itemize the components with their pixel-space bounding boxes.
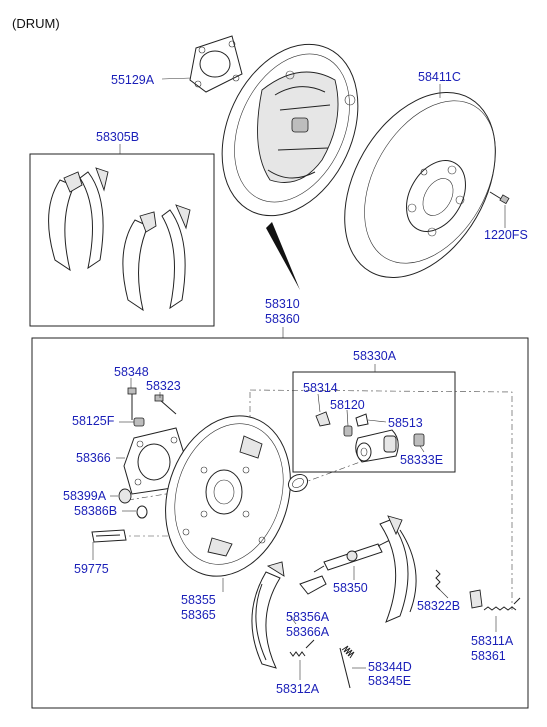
wheel-cylinder-part bbox=[355, 429, 399, 463]
part-label-58344D[interactable]: 58344D bbox=[368, 660, 412, 674]
wheel-cylinder-box bbox=[292, 371, 456, 473]
part-label-58355[interactable]: 58355 bbox=[181, 593, 216, 607]
part-label-58366[interactable]: 58366 bbox=[76, 451, 111, 465]
spring-58322B-part bbox=[435, 569, 441, 591]
part-label-58333E[interactable]: 58333E bbox=[400, 453, 444, 467]
bolt-58323-part bbox=[154, 394, 177, 415]
part-label-58345E[interactable]: 58345E bbox=[368, 674, 412, 688]
shoe-right-part bbox=[379, 515, 417, 623]
shoe-kit-box bbox=[29, 153, 215, 327]
part-label-58513[interactable]: 58513 bbox=[388, 416, 423, 430]
fitting-58125F-part bbox=[133, 417, 145, 427]
cylinder-cap-part bbox=[355, 413, 369, 427]
backing-plate-58355-part bbox=[165, 415, 291, 577]
brake-shoes-upper-part bbox=[48, 167, 109, 272]
part-label-58323[interactable]: 58323 bbox=[146, 379, 181, 393]
part-label-58305B[interactable]: 58305B bbox=[96, 130, 140, 144]
diagram-title: (DRUM) bbox=[12, 16, 60, 31]
part-label-58348[interactable]: 58348 bbox=[114, 365, 149, 379]
part-label-58386B[interactable]: 58386B bbox=[74, 504, 118, 518]
bolt-58348-part bbox=[127, 387, 137, 420]
part-label-58330A[interactable]: 58330A bbox=[353, 349, 397, 363]
bleeder-screw-part bbox=[343, 425, 353, 437]
shoe-left-part bbox=[251, 561, 285, 669]
adjuster-58350-part bbox=[313, 539, 391, 573]
spring-58311A-part bbox=[469, 589, 521, 611]
lever-58356A-part bbox=[299, 575, 327, 595]
part-label-58399A[interactable]: 58399A bbox=[63, 489, 107, 503]
part-label-58322B[interactable]: 58322B bbox=[417, 599, 461, 613]
spring-58344D-part bbox=[339, 645, 355, 689]
part-label-58125F[interactable]: 58125F bbox=[72, 414, 115, 428]
leader-55129A bbox=[161, 77, 192, 80]
brake-shoes-lower-part bbox=[122, 204, 191, 312]
adapter-plate-part bbox=[189, 35, 243, 93]
part-label-58120[interactable]: 58120 bbox=[330, 398, 365, 412]
part-label-58365[interactable]: 58365 bbox=[181, 608, 216, 622]
part-label-58310[interactable]: 58310 bbox=[265, 297, 300, 311]
part-label-58312A[interactable]: 58312A bbox=[276, 682, 320, 696]
plug-58386B-part bbox=[136, 505, 148, 519]
seal-ring-part bbox=[287, 473, 309, 493]
part-label-58350[interactable]: 58350 bbox=[333, 581, 368, 595]
grommet-58399A-part bbox=[118, 488, 132, 504]
pointer-arrow bbox=[266, 222, 300, 290]
part-label-1220FS[interactable]: 1220FS bbox=[484, 228, 528, 242]
lower-assembly-box bbox=[31, 337, 529, 709]
spring-58312A-part bbox=[289, 639, 315, 657]
part-label-58360[interactable]: 58360 bbox=[265, 312, 300, 326]
backing-plate-assembly-part bbox=[221, 43, 359, 217]
cylinder-spring-part bbox=[413, 433, 425, 447]
part-label-58311A[interactable]: 58311A bbox=[471, 634, 514, 648]
part-label-58356A[interactable]: 58356A bbox=[286, 610, 330, 624]
part-label-55129A[interactable]: 55129A bbox=[111, 73, 155, 87]
brake-drum-part bbox=[344, 91, 496, 278]
cylinder-boot-part bbox=[315, 411, 331, 427]
clip-59775-part bbox=[91, 529, 127, 543]
part-label-58361[interactable]: 58361 bbox=[471, 649, 506, 663]
wheel-bolt-part bbox=[489, 191, 510, 205]
part-label-59775[interactable]: 59775 bbox=[74, 562, 109, 576]
part-label-58314[interactable]: 58314 bbox=[303, 381, 338, 395]
part-label-58411C[interactable]: 58411C bbox=[418, 70, 461, 84]
part-label-58366A[interactable]: 58366A bbox=[286, 625, 330, 639]
